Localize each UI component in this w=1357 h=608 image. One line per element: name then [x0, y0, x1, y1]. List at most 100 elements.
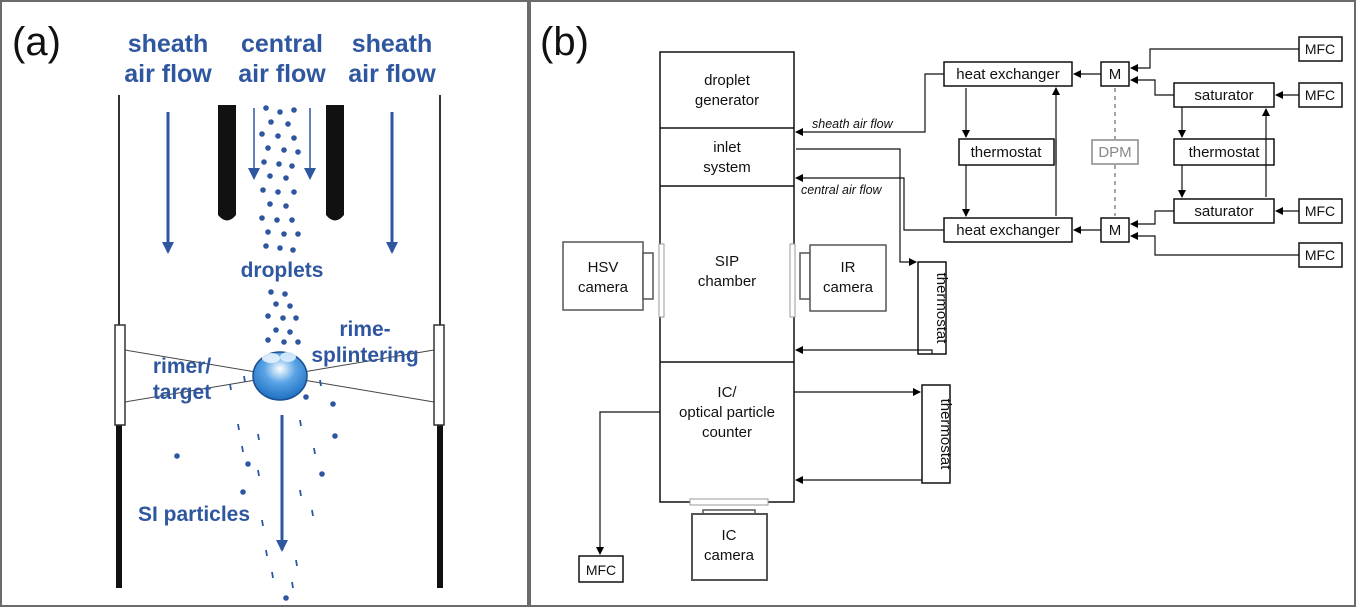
splinter-dash: [319, 379, 322, 387]
droplet: [289, 217, 295, 223]
droplet: [293, 315, 299, 321]
rimer-label-2: target: [153, 381, 211, 404]
inlet-system-label-1: inlet: [713, 139, 741, 156]
droplet-generator-label-2: generator: [695, 92, 759, 109]
splinter-dash: [271, 571, 274, 579]
splinter-dash: [299, 419, 302, 427]
splinter-dot: [319, 471, 325, 477]
droplet: [265, 337, 271, 343]
droplet-generator-label-1: droplet: [704, 72, 751, 89]
sip-chamber-label-2: chamber: [698, 273, 756, 290]
splinter-dash: [295, 559, 298, 567]
central-flow-line: [795, 174, 944, 231]
ir-camera-box: [809, 244, 887, 312]
droplet: [263, 243, 269, 249]
dpm-label: DPM: [1098, 144, 1131, 161]
saturator-bottom-label: saturator: [1194, 203, 1253, 220]
saturator-top-label: saturator: [1194, 87, 1253, 104]
ic-to-mfc-line: [596, 411, 660, 555]
saturator-top-box: [1173, 82, 1275, 108]
panel-b-frame: [529, 0, 1356, 607]
thermostat-sat-box: [1173, 138, 1275, 166]
ir-camera-label-2: camera: [823, 279, 874, 296]
mfc-4-label: MFC: [1305, 247, 1335, 263]
ic-label-1: IC/: [717, 384, 737, 401]
thermostat-sat-label: thermostat: [1189, 144, 1261, 161]
droplet: [291, 189, 297, 195]
splinter-dash: [261, 519, 264, 527]
sip-chamber-label-1: SIP: [715, 253, 739, 270]
droplet: [259, 215, 265, 221]
splinter-dash: [311, 509, 314, 517]
sip-window-right: [789, 243, 796, 318]
mfc-2-box: [1298, 82, 1343, 108]
thermostat-ic-box: [921, 384, 951, 484]
splinter-dash: [291, 581, 294, 589]
droplet: [265, 229, 271, 235]
splinter-dash: [229, 383, 232, 391]
mfc-bottom-label: MFC: [586, 562, 616, 578]
droplet: [295, 339, 301, 345]
droplet: [289, 163, 295, 169]
hsv-camera-label-1: HSV: [588, 259, 619, 276]
droplet: [275, 189, 281, 195]
window-right: [433, 324, 445, 426]
mixer-top-box: [1100, 61, 1130, 87]
splinter-dot: [245, 461, 251, 467]
ic-camera-label-2: camera: [704, 547, 755, 564]
ic-window: [689, 498, 769, 506]
thermostat-sip-label: thermostat: [933, 273, 950, 345]
splinter-dash: [237, 423, 240, 431]
sheath-left-label-2: air flow: [124, 60, 212, 88]
droplet: [281, 339, 287, 345]
droplet: [265, 313, 271, 319]
sheath-flow-line: [795, 73, 944, 136]
splinter-dash: [257, 469, 260, 477]
droplet: [290, 247, 296, 253]
ic-camera-label-1: IC: [722, 527, 737, 544]
central-label-1: central: [241, 30, 323, 58]
droplet: [274, 217, 280, 223]
splinter-dash: [243, 375, 246, 383]
central-label-2: air flow: [238, 60, 326, 88]
nozzle-left: [218, 105, 236, 221]
ic-label-2: optical particle: [679, 404, 775, 421]
rime-label-1: rime-: [339, 318, 390, 341]
splinter-dot: [330, 401, 336, 407]
sheath-right-label-2: air flow: [348, 60, 436, 88]
droplets-label: droplets: [241, 259, 324, 282]
thermostat-sip-box: [917, 261, 947, 355]
droplet: [259, 131, 265, 137]
inlet-to-thermostat-line: [796, 148, 917, 266]
si-particles-label: SI particles: [138, 503, 250, 526]
thermostat-to-chamber-line: [795, 346, 933, 354]
heat-exchanger-top-box: [943, 61, 1073, 87]
droplet: [283, 203, 289, 209]
droplet: [280, 315, 286, 321]
sat-top-to-m-line: [1130, 76, 1174, 96]
splinter-dash: [299, 489, 302, 497]
splinter-dot: [283, 595, 289, 601]
mfc1-to-m-line: [1130, 48, 1299, 72]
mixer-bottom-label: M: [1109, 222, 1122, 239]
heat-exchanger-bottom-label: heat exchanger: [956, 222, 1059, 239]
panel-a-letter: (a): [12, 20, 61, 64]
ic-label-3: counter: [702, 424, 752, 441]
droplet: [283, 175, 289, 181]
thermostat-ic-label: thermostat: [937, 399, 954, 471]
droplet: [276, 161, 282, 167]
hsv-camera-label-2: camera: [578, 279, 629, 296]
splinter-particles: [174, 375, 338, 601]
saturator-bottom-box: [1173, 198, 1275, 224]
mfc-4-box: [1298, 242, 1343, 268]
droplet: [285, 121, 291, 127]
droplet: [277, 245, 283, 251]
central-flow-label: central air flow: [801, 183, 883, 197]
thermostat-hx-box: [958, 138, 1055, 166]
rime-label-2: splintering: [311, 344, 418, 367]
window-left: [114, 324, 126, 426]
mfc-3-box: [1298, 198, 1343, 224]
splinter-dash: [241, 445, 244, 453]
droplet: [273, 327, 279, 333]
